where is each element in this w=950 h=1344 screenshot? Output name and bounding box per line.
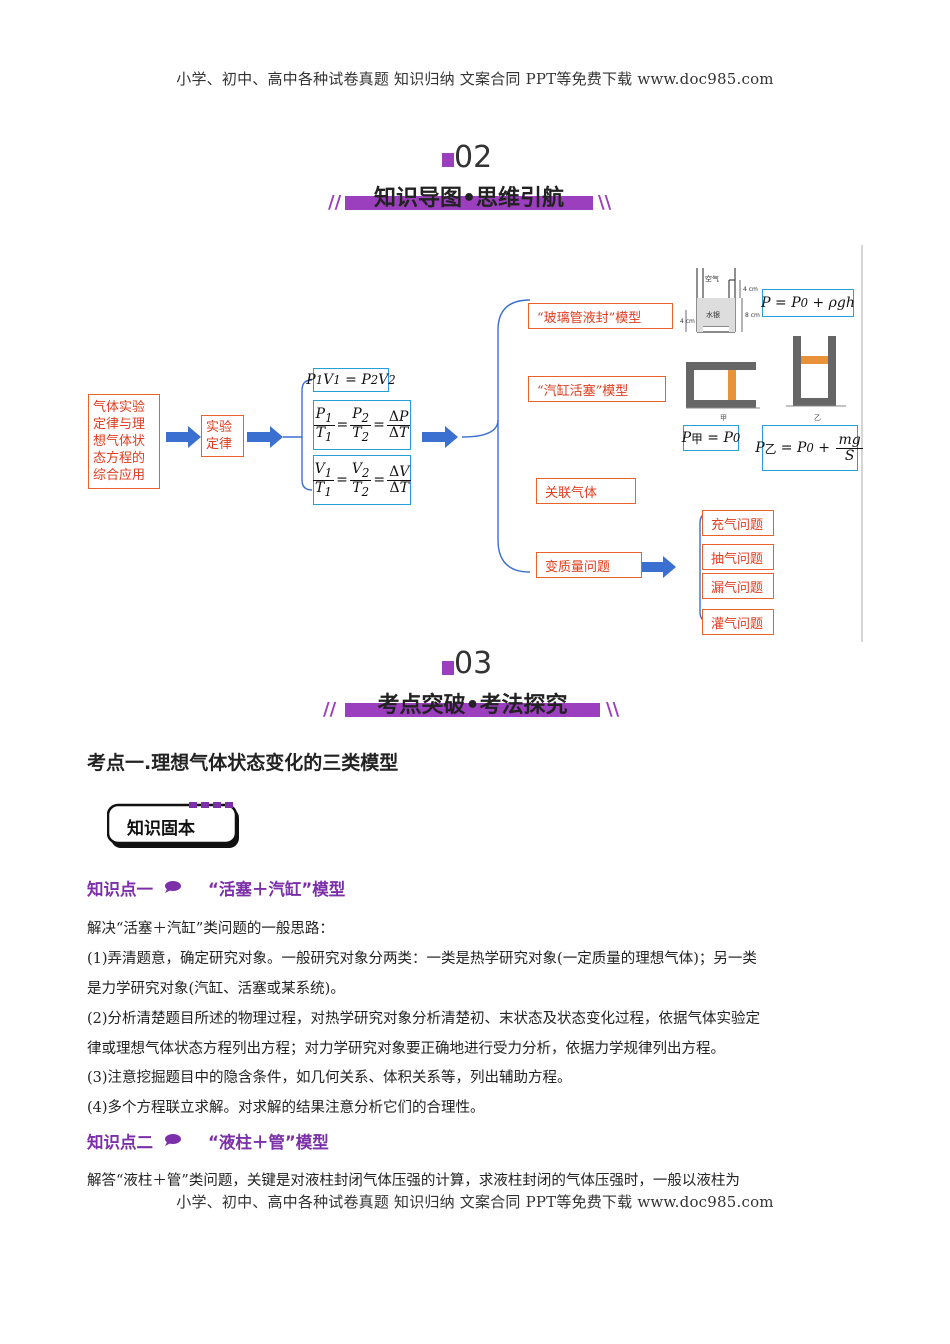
sub-problem-inflate: 充气问题 <box>702 510 774 536</box>
paragraph-2b: 律或理想气体状态方程列出方程；对力学研究对象要正确地进行受力分析，依据力学规律列… <box>87 1041 725 1057</box>
label-air: 空气 <box>705 274 719 283</box>
speech-bubble-icon <box>165 1134 181 1146</box>
section3-title-underline <box>345 703 600 717</box>
mindmap-root: 气体实验定律与理想气体状态方程的综合应用 <box>88 394 160 489</box>
slash3-decoration-left: // <box>323 699 337 720</box>
model-glass-tube: “玻璃管液封”模型 <box>528 303 673 329</box>
section-title-underline <box>345 196 593 210</box>
label-yi: 乙 <box>814 414 821 422</box>
kp1-label: 知识点一 <box>87 880 153 899</box>
mindmap-law: 实验定律 <box>201 415 244 457</box>
badge-frame-icon <box>107 802 239 848</box>
paragraph-1b: 是力学研究对象(汽缸、活塞或某系统)。 <box>87 981 345 997</box>
slash3-decoration-right: \\ <box>606 699 620 720</box>
page-footer: 小学、初中、高中各种试卷真题 知识归纳 文案合同 PPT等免费下载 www.do… <box>176 1193 774 1211</box>
label-h3: 4 cm <box>680 318 695 325</box>
sub-problem-extract: 抽气问题 <box>702 544 774 570</box>
paragraph-5: 解答“液柱＋管”类问题，关键是对液柱封闭气体压强的计算，求液柱封闭的气体压强时，… <box>87 1173 740 1189</box>
section3-bar-accent <box>442 661 454 675</box>
kp2-label: 知识点二 <box>87 1133 153 1152</box>
section3-number: 03 <box>454 646 493 681</box>
paragraph-2a: (2)分析清楚题目所述的物理过程，对热学研究对象分析清楚初、末状态及状态变化过程… <box>87 1011 761 1027</box>
kp2-title: “液柱＋管”模型 <box>208 1133 329 1152</box>
sub-problem-leak: 漏气问题 <box>702 573 774 599</box>
section3-title: 考点突破•考法探究 <box>377 693 568 718</box>
slash-decoration-left: // <box>328 192 342 213</box>
kp1-title: “活塞＋汽缸”模型 <box>208 880 346 899</box>
label-jia: 甲 <box>720 414 727 422</box>
paragraph-intro: 解决“活塞＋汽缸”类问题的一般思路： <box>87 921 334 937</box>
paragraph-4: (4)多个方程联立求解。对求解的结果注意分析它们的合理性。 <box>87 1100 485 1116</box>
badge-knowledge: 知识固本 <box>107 802 247 852</box>
topic1-heading: 考点一.理想气体状态变化的三类模型 <box>87 752 399 774</box>
model-linked-gas: 关联气体 <box>536 478 636 504</box>
badge-label: 知识固本 <box>127 819 195 839</box>
label-mercury: 水银 <box>706 310 720 319</box>
sub-problem-fill: 灌气问题 <box>702 609 774 635</box>
slash-decoration-right: \\ <box>598 192 612 213</box>
speech-bubble-icon <box>165 881 181 893</box>
paragraph-1a: (1)弄清题意，确定研究对象。一般研究对象分两类：一类是热学研究对象(一定质量的… <box>87 951 757 967</box>
paragraph-3: (3)注意挖掘题目中的隐含条件，如几何关系、体积关系等，列出辅助方程。 <box>87 1070 572 1086</box>
section-number: 02 <box>454 140 493 175</box>
label-h1: 4 cm <box>743 286 758 293</box>
section-bar-accent <box>442 153 454 167</box>
model-cylinder: “汽缸活塞”模型 <box>528 376 666 402</box>
section-title: 知识导图•思维引航 <box>373 186 565 211</box>
label-h2: 8 cm <box>745 312 760 319</box>
page-header: 小学、初中、高中各种试卷真题 知识归纳 文案合同 PPT等免费下载 www.do… <box>176 70 774 88</box>
model-variable-mass: 变质量问题 <box>536 552 642 578</box>
